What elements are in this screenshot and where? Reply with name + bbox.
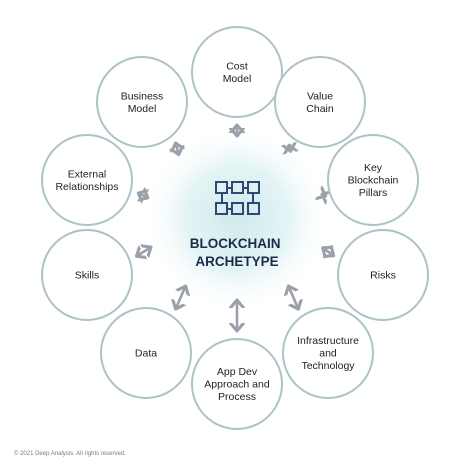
node-circle <box>191 338 283 430</box>
double-arrow-skills <box>137 247 151 256</box>
node-label-line: Model <box>223 73 252 85</box>
node-label-line: Infrastructure <box>297 335 359 347</box>
center-glow <box>142 123 332 313</box>
node-skills: Skills <box>41 229 133 321</box>
node-circle <box>41 134 133 226</box>
double-arrow-value-chain <box>289 145 290 151</box>
node-circle <box>191 26 283 118</box>
node-label-line: Cost <box>226 60 248 72</box>
node-label-line: Value <box>307 90 333 102</box>
copyright-notice: © 2021 Deep Analysis. All rights reserve… <box>14 451 126 457</box>
blockchain-blocks-icon <box>215 181 260 215</box>
node-circle <box>327 134 419 226</box>
center-title-line-1: BLOCKCHAIN <box>190 236 281 251</box>
node-label-line: Technology <box>301 360 355 372</box>
node-circle <box>41 229 133 321</box>
arrows-group <box>137 125 334 331</box>
node-circle <box>337 229 429 321</box>
double-arrow-external-relationships <box>138 193 147 198</box>
node-label-line: Model <box>128 103 157 115</box>
svg-text:BLOCKCHAIN ARCHETYPE: BLOCKCHAIN ARCHETYPE <box>190 236 285 269</box>
node-risks: Risks <box>337 229 429 321</box>
node-circle <box>96 56 188 148</box>
node-label-line: External <box>68 168 107 180</box>
node-label-line: Data <box>135 348 157 360</box>
node-label-line: Chain <box>306 103 334 115</box>
node-label-line: and <box>319 348 337 360</box>
node-label-line: Approach and <box>204 379 270 391</box>
node-label-line: Blockchain <box>348 175 399 187</box>
node-label-line: App Dev <box>217 366 258 378</box>
node-label-line: Pillars <box>359 187 388 199</box>
node-label-line: Process <box>218 391 256 403</box>
node-label-line: Relationships <box>55 181 118 193</box>
double-arrow-infrastructure-and-technology <box>288 286 298 309</box>
node-circle <box>100 307 192 399</box>
node-circle <box>282 307 374 399</box>
node-label-line: Risks <box>370 270 396 282</box>
node-label: Risks <box>370 270 396 282</box>
center-title-line-2: ARCHETYPE <box>195 254 278 269</box>
node-label: Data <box>135 348 157 360</box>
double-arrow-key-blockchain-pillars <box>322 194 326 196</box>
node-label-line: Business <box>121 90 164 102</box>
double-arrow-business-model <box>176 143 179 155</box>
node-label: Skills <box>75 270 100 282</box>
node-label-line: Skills <box>75 270 100 282</box>
node-data: Data <box>100 307 192 399</box>
double-arrow-data <box>176 286 186 309</box>
node-label-line: Key <box>364 162 383 174</box>
node-circle <box>274 56 366 148</box>
double-arrow-risks <box>323 248 334 256</box>
